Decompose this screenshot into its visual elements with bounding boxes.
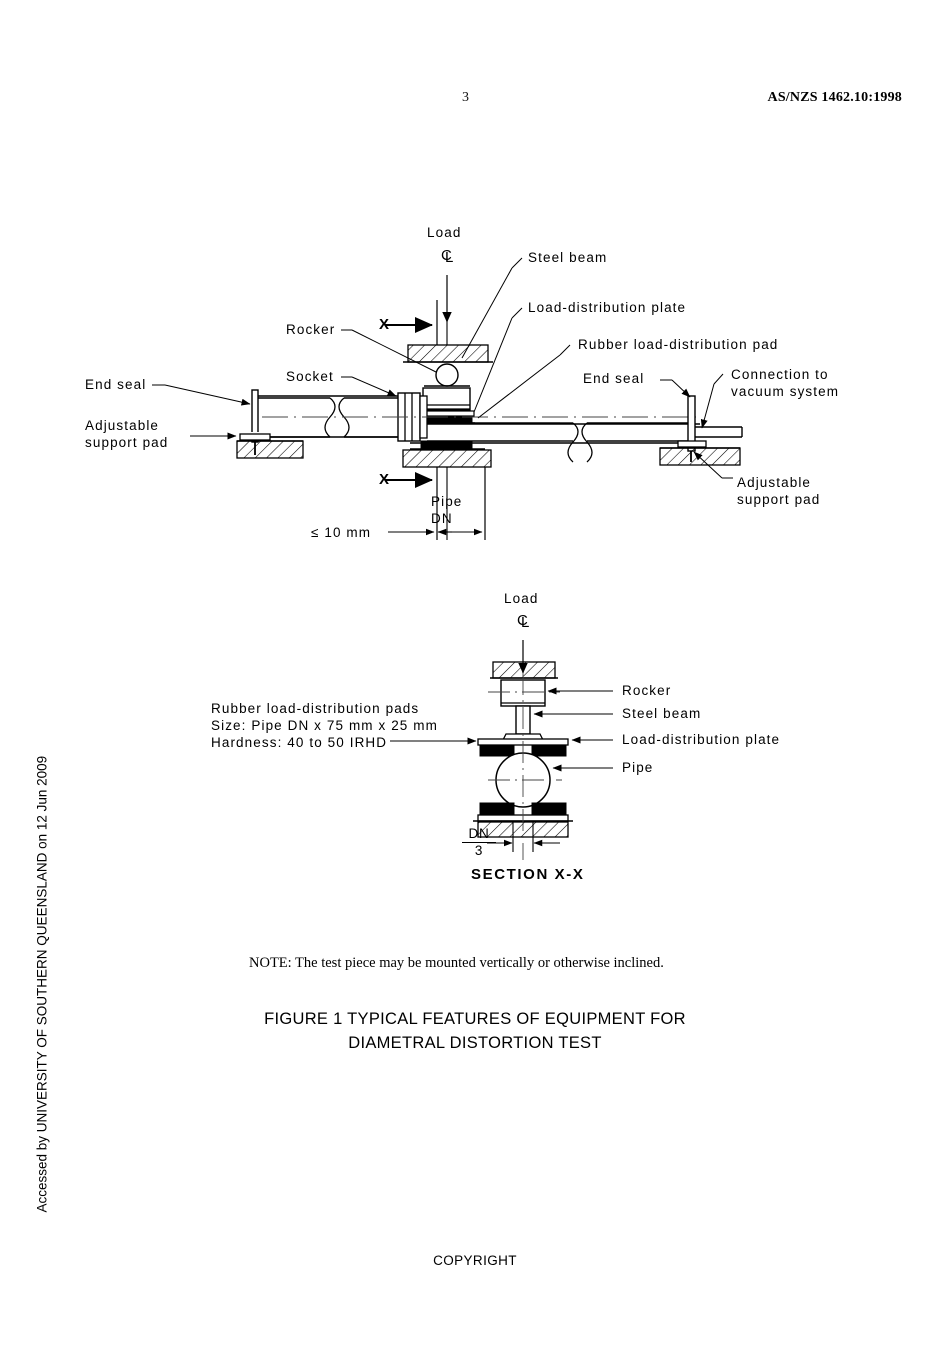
pad-spec-line3: Hardness: 40 to 50 IRHD [211,735,388,750]
label-adjustable-support-pad-left-line2: support pad [85,435,169,450]
dn-numerator: DN [468,826,490,841]
centreline-c: C [441,247,452,264]
figure-caption-line2: DIAMETRAL DISTORTION TEST [348,1034,602,1052]
footer-copyright: COPYRIGHT [433,1253,517,1268]
pad-spec-line2: Size: Pipe DN x 75 mm x 25 mm [211,718,438,733]
figure-caption: FIGURE 1 TYPICAL FEATURES OF EQUIPMENT F… [0,1007,950,1055]
label-end-seal-right: End seal [583,371,645,386]
label-rocker-elevation: Rocker [286,322,336,337]
dn-denominator: 3 [474,843,484,858]
dimension-dn-over-3: DN 3 [462,827,496,858]
label-adjustable-support-pad-right-line2: support pad [737,492,821,507]
section-caption: SECTION X-X [471,866,585,883]
page-number: 3 [462,90,469,105]
label-rocker-section: Rocker [622,683,672,698]
label-pipe-section: Pipe [622,760,654,775]
section-marker-x-top: X [379,316,391,333]
label-adjustable-support-pad-left: Adjustable support pad [85,417,168,451]
label-adjustable-support-pad-right: Adjustable support pad [737,474,820,508]
label-end-seal-left: End seal [85,377,147,392]
centreline-l-section: L [521,614,530,631]
label-pipe-dn-line1: Pipe [431,494,463,509]
label-load-elevation: Load [427,225,462,240]
label-adjustable-support-pad-right-line1: Adjustable [737,475,812,490]
label-load-distribution-plate-section: Load-distribution plate [622,732,781,747]
section-marker-x-bottom: X [379,471,391,488]
pad-spec-line1: Rubber load-distribution pads [211,701,420,716]
label-connection-to-vacuum-system: Connection to vacuum system [731,366,839,400]
label-pipe-dn-line2: DN [431,511,453,526]
label-steel-beam-elevation: Steel beam [528,250,608,265]
label-adjustable-support-pad-left-line1: Adjustable [85,418,160,433]
figure-note: NOTE: The test piece may be mounted vert… [249,955,664,971]
figure-caption-line1: FIGURE 1 TYPICAL FEATURES OF EQUIPMENT F… [264,1010,686,1028]
fraction-bar [462,842,496,843]
label-clearance-dimension: ≤ 10 mm [311,525,372,540]
label-steel-beam-section: Steel beam [622,706,702,721]
label-pipe-dn: Pipe DN [431,493,462,527]
centreline-l: L [445,249,454,266]
standard-reference: AS/NZS 1462.10:1998 [767,90,902,105]
label-rubber-pad-specification: Rubber load-distribution pads Size: Pipe… [211,700,438,751]
label-connection-line1: Connection to [731,367,829,382]
label-socket-elevation: Socket [286,369,334,384]
label-load-distribution-plate-elevation: Load-distribution plate [528,300,687,315]
label-rubber-load-distribution-pad: Rubber load-distribution pad [578,337,779,352]
centreline-c-section: C [517,612,528,629]
label-load-section: Load [504,591,539,606]
label-connection-line2: vacuum system [731,384,840,399]
